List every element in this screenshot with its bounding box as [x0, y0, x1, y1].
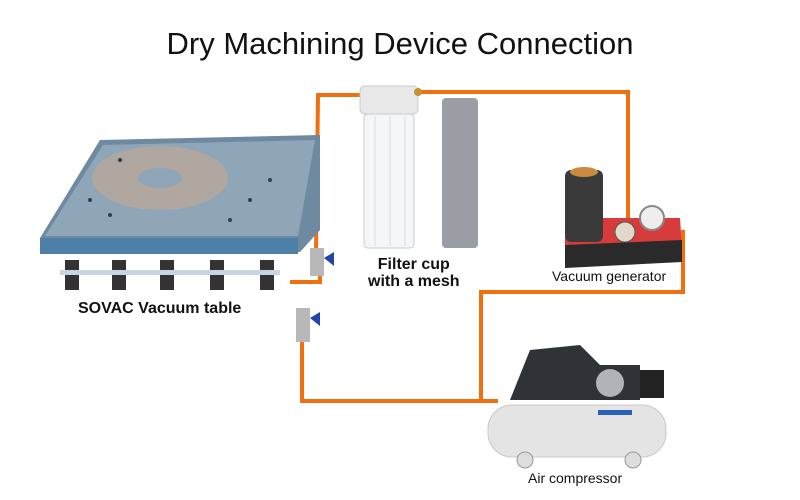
pipe-table-to-filter: [314, 93, 362, 253]
air-compressor-label: Air compressor: [528, 470, 623, 486]
valve-lower: [296, 308, 320, 342]
filter-cup-label-line1: Filter cup: [377, 256, 450, 273]
vacuum-table-illustration: [40, 135, 320, 290]
air-compressor-illustration: [487, 345, 667, 469]
pipe-generator-to-compressor: [479, 230, 685, 400]
valve-upper: [310, 248, 334, 276]
pipe-filter-to-generator: [418, 90, 630, 222]
filter-cup-label-line2: with a mesh: [368, 273, 460, 290]
diagram-title: Dry Machining Device Connection: [166, 26, 634, 61]
filter-cup-label: Filter cup with a mesh: [368, 256, 460, 290]
vacuum-generator-illustration: [565, 167, 682, 268]
vacuum-table-label: SOVAC Vacuum table: [78, 300, 242, 317]
pipe-valve-to-compressor: [300, 342, 498, 403]
filter-cup-illustration: [359, 85, 478, 249]
vacuum-generator-label: Vacuum generator: [552, 268, 667, 284]
